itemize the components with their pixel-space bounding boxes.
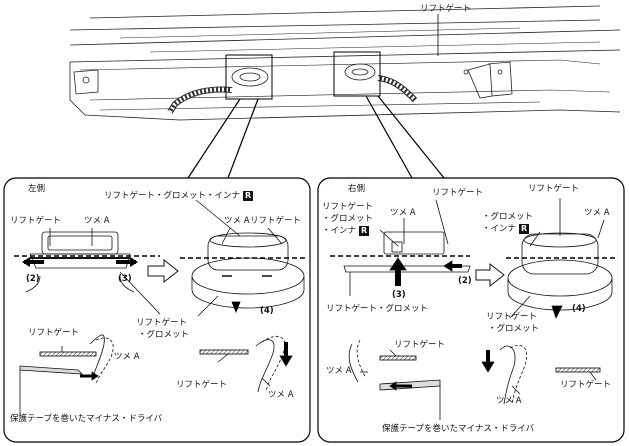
right-grommet-inner-line-2: ・グロメット	[322, 214, 374, 224]
left-panel-frame	[3, 177, 311, 443]
right-step-3: (3)	[392, 290, 406, 300]
left-step-4: (4)	[260, 306, 274, 316]
right-grommet-inner-line-3: ・インナ	[322, 226, 357, 236]
right-liftgate-grommet-label: リフトゲート・グロメット	[326, 304, 429, 314]
right-r-badge-1: R	[359, 226, 370, 236]
right-step-2: (2)	[458, 276, 472, 286]
left-r-badge: R	[243, 191, 254, 201]
right-liftgate-label-3: リフトゲート	[394, 340, 446, 350]
left-grommet-line-2: ・グロメット	[138, 330, 190, 340]
right-panel-frame	[317, 177, 625, 443]
right-grommet-inner-line-1: リフトゲート	[322, 202, 374, 212]
left-step-2: (2)	[26, 274, 40, 284]
left-side-title: 左側	[28, 184, 46, 194]
liftgate-overview	[69, 5, 621, 121]
right-tape-screwdriver-label: 保護テープを巻いたマイナス・ドライバ	[382, 424, 535, 434]
right-liftgate-label-4: リフトゲート	[560, 380, 612, 390]
right-r-badge-2: R	[519, 224, 530, 234]
right-tab-a-label-2: ツメ A	[584, 208, 610, 218]
left-liftgate-label-4: リフトゲート	[176, 380, 228, 390]
right-side-title: 右側	[348, 184, 366, 194]
right-tab-a-label-3: ツメ A	[326, 366, 352, 376]
right-liftgate-label-2: リフトゲート	[528, 184, 580, 194]
top-liftgate-label: リフトゲート	[420, 4, 472, 14]
left-tab-a-label-3: ツメ A	[114, 352, 140, 362]
left-liftgate-label-2: リフトゲート	[250, 216, 302, 226]
right-tab-a-label-4: ツメ A	[496, 396, 522, 406]
left-liftgate-label-1: リフトゲート	[10, 216, 62, 226]
left-panel-artwork	[14, 199, 306, 416]
left-inner-grommet-text: リフトゲート・グロメット・インナ	[104, 191, 241, 201]
left-tab-a-label-4: ツメ A	[268, 390, 294, 400]
right-grommet-line-1: リフトゲート	[486, 312, 538, 322]
left-tape-screwdriver-label: 保護テープを巻いたマイナス・ドライバ	[10, 414, 163, 424]
right-tab-a-label-1: ツメ A	[390, 208, 416, 218]
left-step-3: (3)	[118, 274, 132, 284]
right-grommet-line-2: ・グロメット	[488, 324, 540, 334]
right-grommet-inner2-line-1: ・グロメット	[482, 212, 534, 222]
left-tab-a-label-2: ツメ A	[224, 216, 250, 226]
right-step-4: (4)	[572, 304, 586, 314]
left-tab-a-label-1: ツメ A	[84, 216, 110, 226]
zoom-lines	[187, 95, 445, 179]
left-grommet-line-1: リフトゲート	[136, 318, 188, 328]
left-liftgate-label-3: リフトゲート	[28, 328, 80, 338]
right-liftgate-label-1: リフトゲート	[432, 188, 484, 198]
right-grommet-inner2-line-2: ・インナ	[482, 224, 517, 234]
right-panel-artwork	[330, 198, 616, 420]
